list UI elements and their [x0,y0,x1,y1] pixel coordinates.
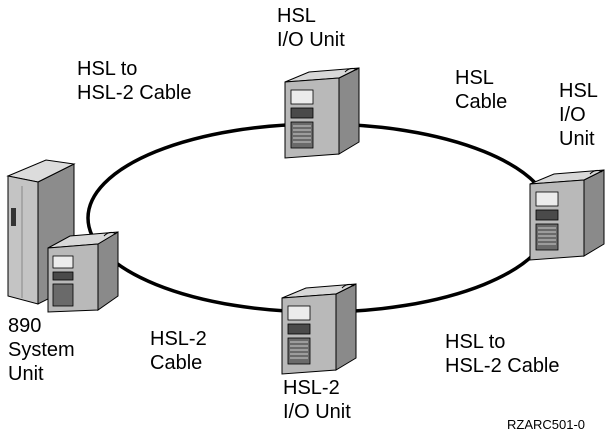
top-hsl-io-unit [284,67,360,159]
right-hsl-io-unit [529,169,605,261]
bottom-hsl2-io-unit [281,283,357,375]
figure-code: RZARC501-0 [507,417,586,432]
system-unit-890 [6,159,119,313]
